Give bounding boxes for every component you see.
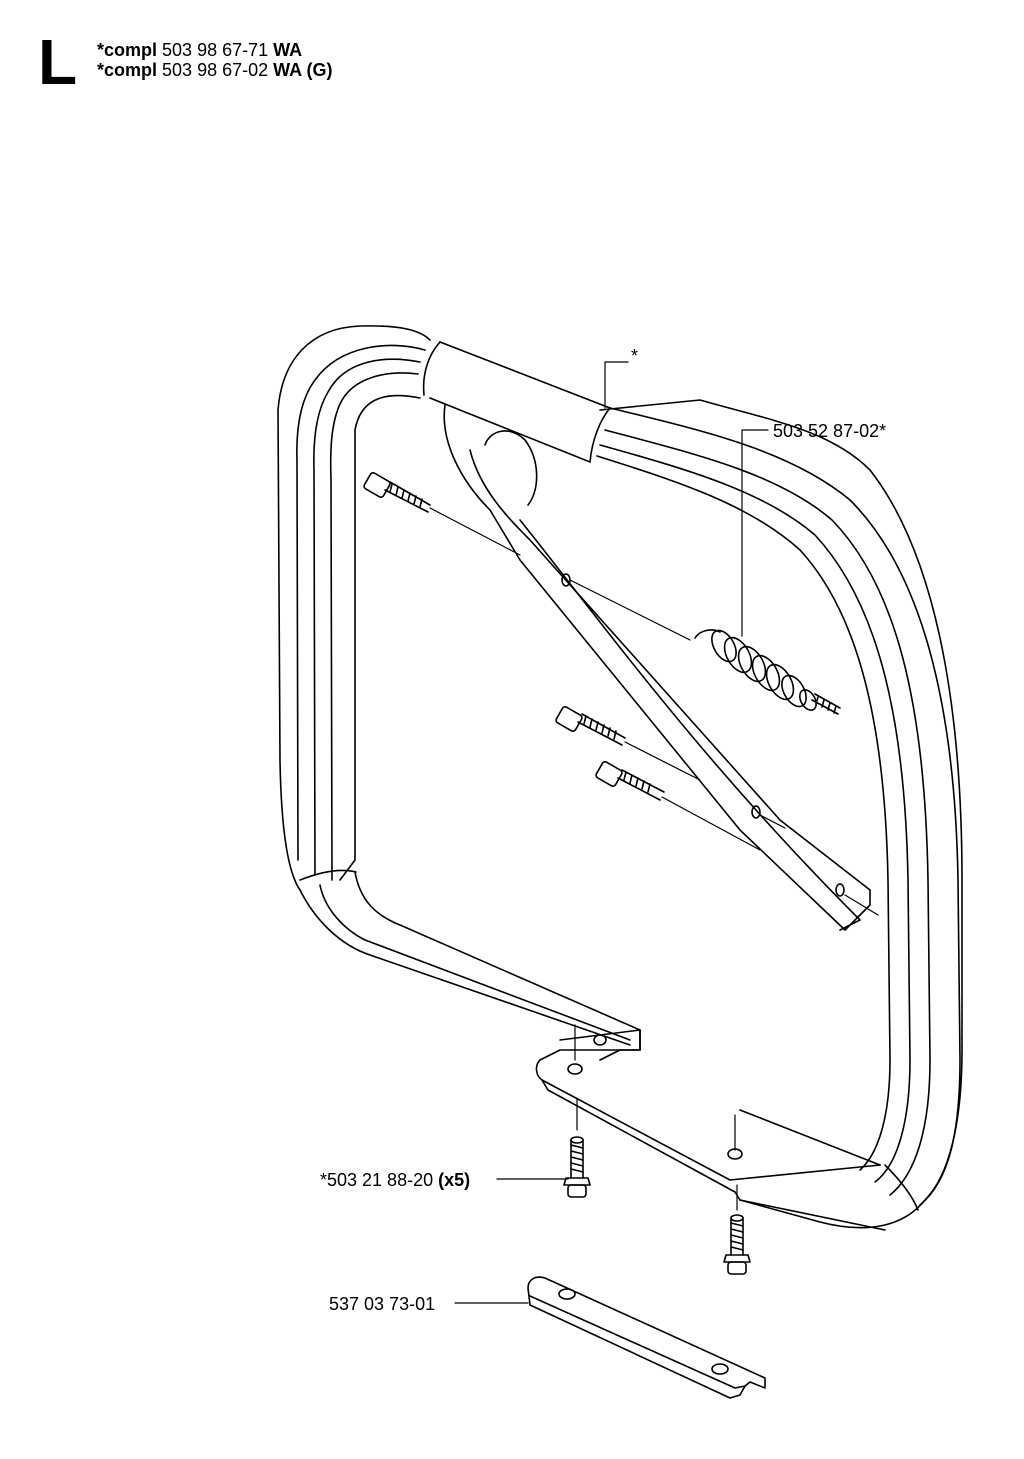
screw-callout-qty: (x5) [438,1170,471,1190]
damper-leader [741,429,769,637]
kit-line-1-number: 503 98 67-71 [162,40,269,60]
lower-arm-inner [354,871,641,1031]
brace-bottom-axis [844,894,879,916]
right-grip-bottom-ring [884,1164,919,1211]
screw-middle-upper [555,706,626,746]
brace-mid-axis [759,814,786,829]
kit-line-1-prefix: *compl [97,40,158,60]
kit-line-2-number: 503 98 67-02 [162,60,269,80]
left-grip-rib-3 [329,372,419,881]
kit-line-1-variant: WA [273,40,303,60]
kit-line-1: *compl 503 98 67-71 WA [97,40,332,60]
separate-bracket [527,1276,766,1399]
brace-hole-3 [835,883,845,897]
star-callout: * [631,346,639,366]
lower-mount-plate [535,1034,881,1201]
screw-middle-upper-axis [624,741,701,781]
kit-header: *compl 503 98 67-71 WA *compl 503 98 67-… [97,40,332,80]
right-grip-rib-2 [599,444,911,1183]
right-grip-outer [609,407,961,1206]
screw-callout: *503 21 88-20 (x5) [320,1170,470,1190]
right-grip-rib-1 [604,429,931,1196]
right-grip-rib-3 [596,455,891,1171]
bottom-right-bar [739,1109,886,1231]
screw-middle-lower [595,761,665,801]
damper-callout: 503 52 87-02* [773,421,887,441]
kit-line-2-variant: WA (G) [273,60,333,80]
screw-top-left-axis [429,507,521,556]
vibration-damper [569,579,841,715]
left-grip-rib-2 [313,358,421,876]
diagonal-brace-inner [469,449,871,891]
screw-callout-number: *503 21 88-20 [320,1170,434,1190]
left-grip-rib-1 [296,344,426,861]
screw-top-left [363,472,431,513]
left-grip-inner-edge [339,394,421,881]
screw-middle-lower-axis [661,796,761,851]
left-grip-top-ring [422,341,441,396]
left-grip-bottom-ring [299,869,357,881]
vertical-screw-right [723,1214,751,1275]
top-bar-sleeve [589,407,611,463]
kit-line-2: *compl 503 98 67-02 WA (G) [97,60,332,80]
lower-arm-edge [319,884,631,1041]
vertical-screw-left [563,1136,591,1198]
diagonal-brace-edge [519,519,861,931]
brace-hole-2 [751,805,761,819]
bracket-callout: 537 03 73-01 [329,1294,436,1314]
diagonal-brace-outer [443,404,871,931]
diagonal-brace-curl [484,430,538,506]
top-bar [429,341,611,463]
kit-line-2-prefix: *compl [97,60,158,80]
star-leader [604,361,629,409]
section-letter: L [38,26,78,98]
